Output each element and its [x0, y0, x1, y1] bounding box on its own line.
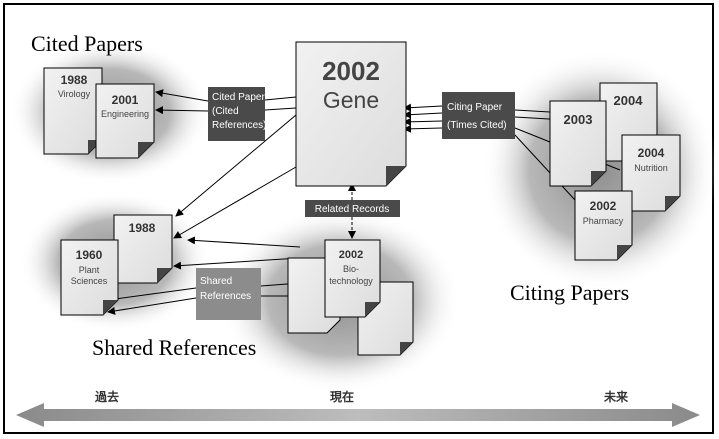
paper-year: 2004	[638, 146, 665, 160]
heading-citing-papers: Citing Papers	[510, 280, 629, 305]
citing-paper-label: Citing Paper (Times Cited)	[442, 92, 515, 139]
timeline-present: 現在	[330, 389, 354, 404]
paper-year: 2003	[564, 112, 593, 127]
shared-ref-paper-1988: 1988	[113, 214, 173, 284]
svg-text:Related Records: Related Records	[315, 204, 389, 215]
svg-text:References): References)	[212, 120, 266, 131]
paper-subject-line1: Plant	[79, 265, 100, 275]
timeline-past: 過去	[94, 389, 119, 404]
paper-year: 2002	[339, 249, 363, 261]
paper-year: 2004	[614, 93, 644, 108]
paper-subject-line2: technology	[329, 276, 373, 286]
paper-year: 2002	[590, 199, 617, 213]
shared-references-label: Shared References	[196, 268, 261, 320]
paper-year: 1960	[76, 248, 103, 262]
citing-paper-2003: 2003	[549, 100, 607, 187]
center-subject: Gene	[323, 87, 379, 113]
paper-subject: Pharmacy	[583, 216, 624, 226]
related-records-label: Related Records	[305, 200, 400, 217]
shared-ref-paper-1960: 1960 Plant Sciences	[60, 239, 119, 316]
paper-subject-line2: Sciences	[71, 276, 108, 286]
paper-subject: Engineering	[101, 109, 149, 119]
heading-cited-papers: Cited Papers	[31, 31, 143, 56]
svg-text:(Cited: (Cited	[212, 106, 239, 117]
paper-year: 1988	[61, 73, 88, 87]
paper-subject-line1: Bio-	[343, 264, 359, 274]
svg-text:(Times Cited): (Times Cited)	[447, 120, 507, 131]
paper-subject: Virology	[58, 89, 91, 99]
citing-paper-2002-pharmacy: 2002 Pharmacy	[574, 190, 633, 261]
svg-text:Shared: Shared	[200, 276, 232, 287]
timeline-future: 未来	[603, 389, 629, 404]
cited-paper-2001: 2001 Engineering	[95, 83, 155, 159]
cited-paper-label: Cited Paper (Cited References)	[208, 87, 266, 141]
heading-shared-references: Shared References	[92, 335, 256, 360]
timeline-arrow: 過去 現在 未来	[16, 389, 700, 427]
paper-subject: Nutrition	[634, 163, 668, 173]
cited-paper-1988: 1988 Virology	[43, 67, 103, 155]
svg-text:References: References	[200, 291, 251, 302]
paper-year: 1988	[129, 221, 156, 235]
svg-text:Cited Paper: Cited Paper	[212, 92, 265, 103]
paper-year: 2001	[112, 93, 139, 107]
svg-text:Citing Paper: Citing Paper	[447, 102, 503, 113]
center-paper-2002-gene: 2002 Gene	[295, 41, 407, 187]
center-year: 2002	[322, 56, 380, 86]
citing-paper-2004-nutrition: 2004 Nutrition	[621, 134, 681, 212]
related-paper-2002-biotechnology: 2002 Bio- technology	[324, 239, 381, 318]
